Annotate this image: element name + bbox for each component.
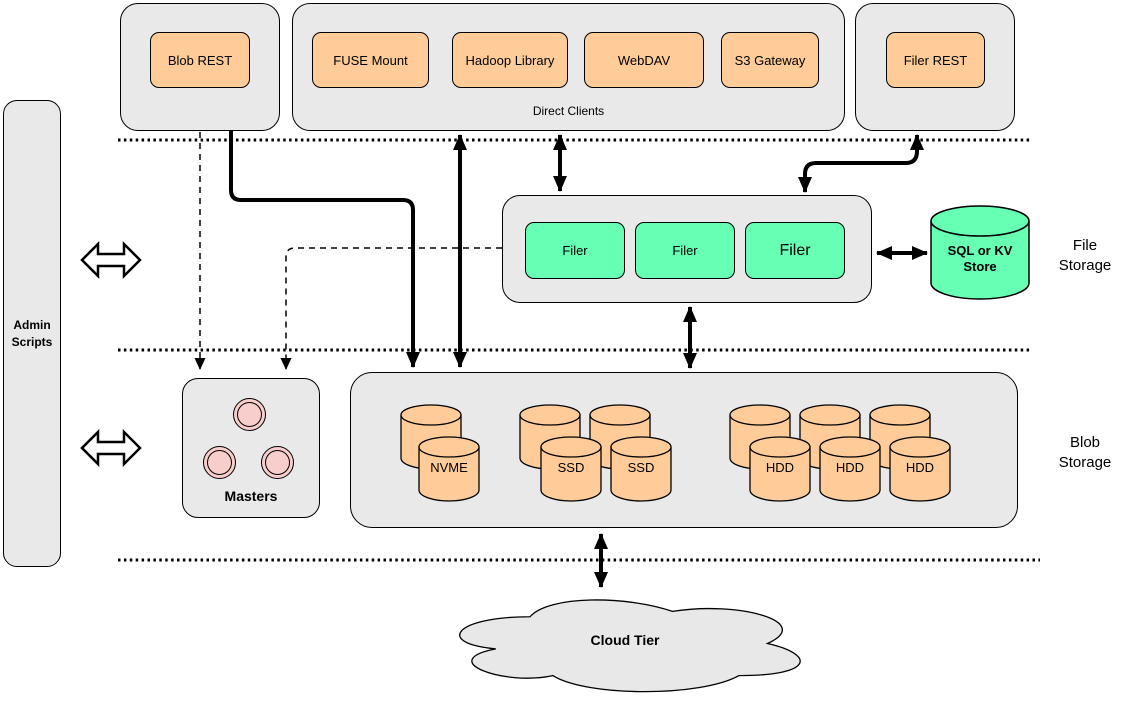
webdav-node: WebDAV: [584, 32, 704, 88]
sql-kv-store-label: SQL or KV Store: [947, 243, 1013, 275]
hdd-volume-cylinder: HDD: [889, 436, 951, 502]
filer-node-2: Filer: [635, 222, 735, 279]
filer-rest-node: Filer REST: [886, 32, 985, 88]
filer-node-1: Filer: [525, 222, 625, 279]
nvme-volume-cylinder: NVME: [418, 436, 480, 502]
s3-gateway-node: S3 Gateway: [721, 32, 819, 88]
masters-group: [182, 378, 320, 518]
ssd-label: SSD: [557, 460, 585, 475]
filer-node-3: Filer: [745, 222, 845, 279]
nvme-label: NVME: [430, 460, 468, 475]
direct-clients-caption: Direct Clients: [532, 104, 605, 118]
arrow-blobrest-to-blobstorage: [229, 131, 420, 368]
blob-storage-tier-label: Blob Storage: [1058, 434, 1112, 472]
file-storage-tier-label: File Storage: [1058, 237, 1112, 275]
master-node-2: [203, 446, 236, 479]
masters-label: Masters: [224, 488, 278, 504]
hdd-volume-cylinder: HDD: [749, 436, 811, 502]
sql-kv-store-cylinder: SQL or KV Store: [930, 205, 1030, 300]
cloud-shape: [459, 599, 801, 693]
hadoop-library-node: Hadoop Library: [452, 32, 568, 88]
ssd-label: SSD: [627, 460, 655, 475]
ssd-volume-cylinder: SSD: [610, 436, 672, 502]
hdd-volume-cylinder: HDD: [819, 436, 881, 502]
ssd-volume-cylinder: SSD: [540, 436, 602, 502]
master-node-3: [261, 446, 294, 479]
admin-scripts-panel: Admin Scripts: [3, 100, 61, 567]
arrow-filerrest-filer: [798, 134, 924, 193]
admin-blob-storage-double-arrow: [80, 428, 142, 468]
admin-file-storage-double-arrow: [80, 240, 142, 280]
hdd-label: HDD: [765, 460, 795, 475]
hdd-label: HDD: [835, 460, 865, 475]
cloud-tier-label: Cloud Tier: [590, 632, 660, 648]
hdd-label: HDD: [905, 460, 935, 475]
blob-rest-node: Blob REST: [150, 32, 250, 88]
fuse-mount-node: FUSE Mount: [312, 32, 429, 88]
master-node-1: [233, 398, 266, 431]
dashed-arrow-filer-masters: [280, 247, 502, 370]
